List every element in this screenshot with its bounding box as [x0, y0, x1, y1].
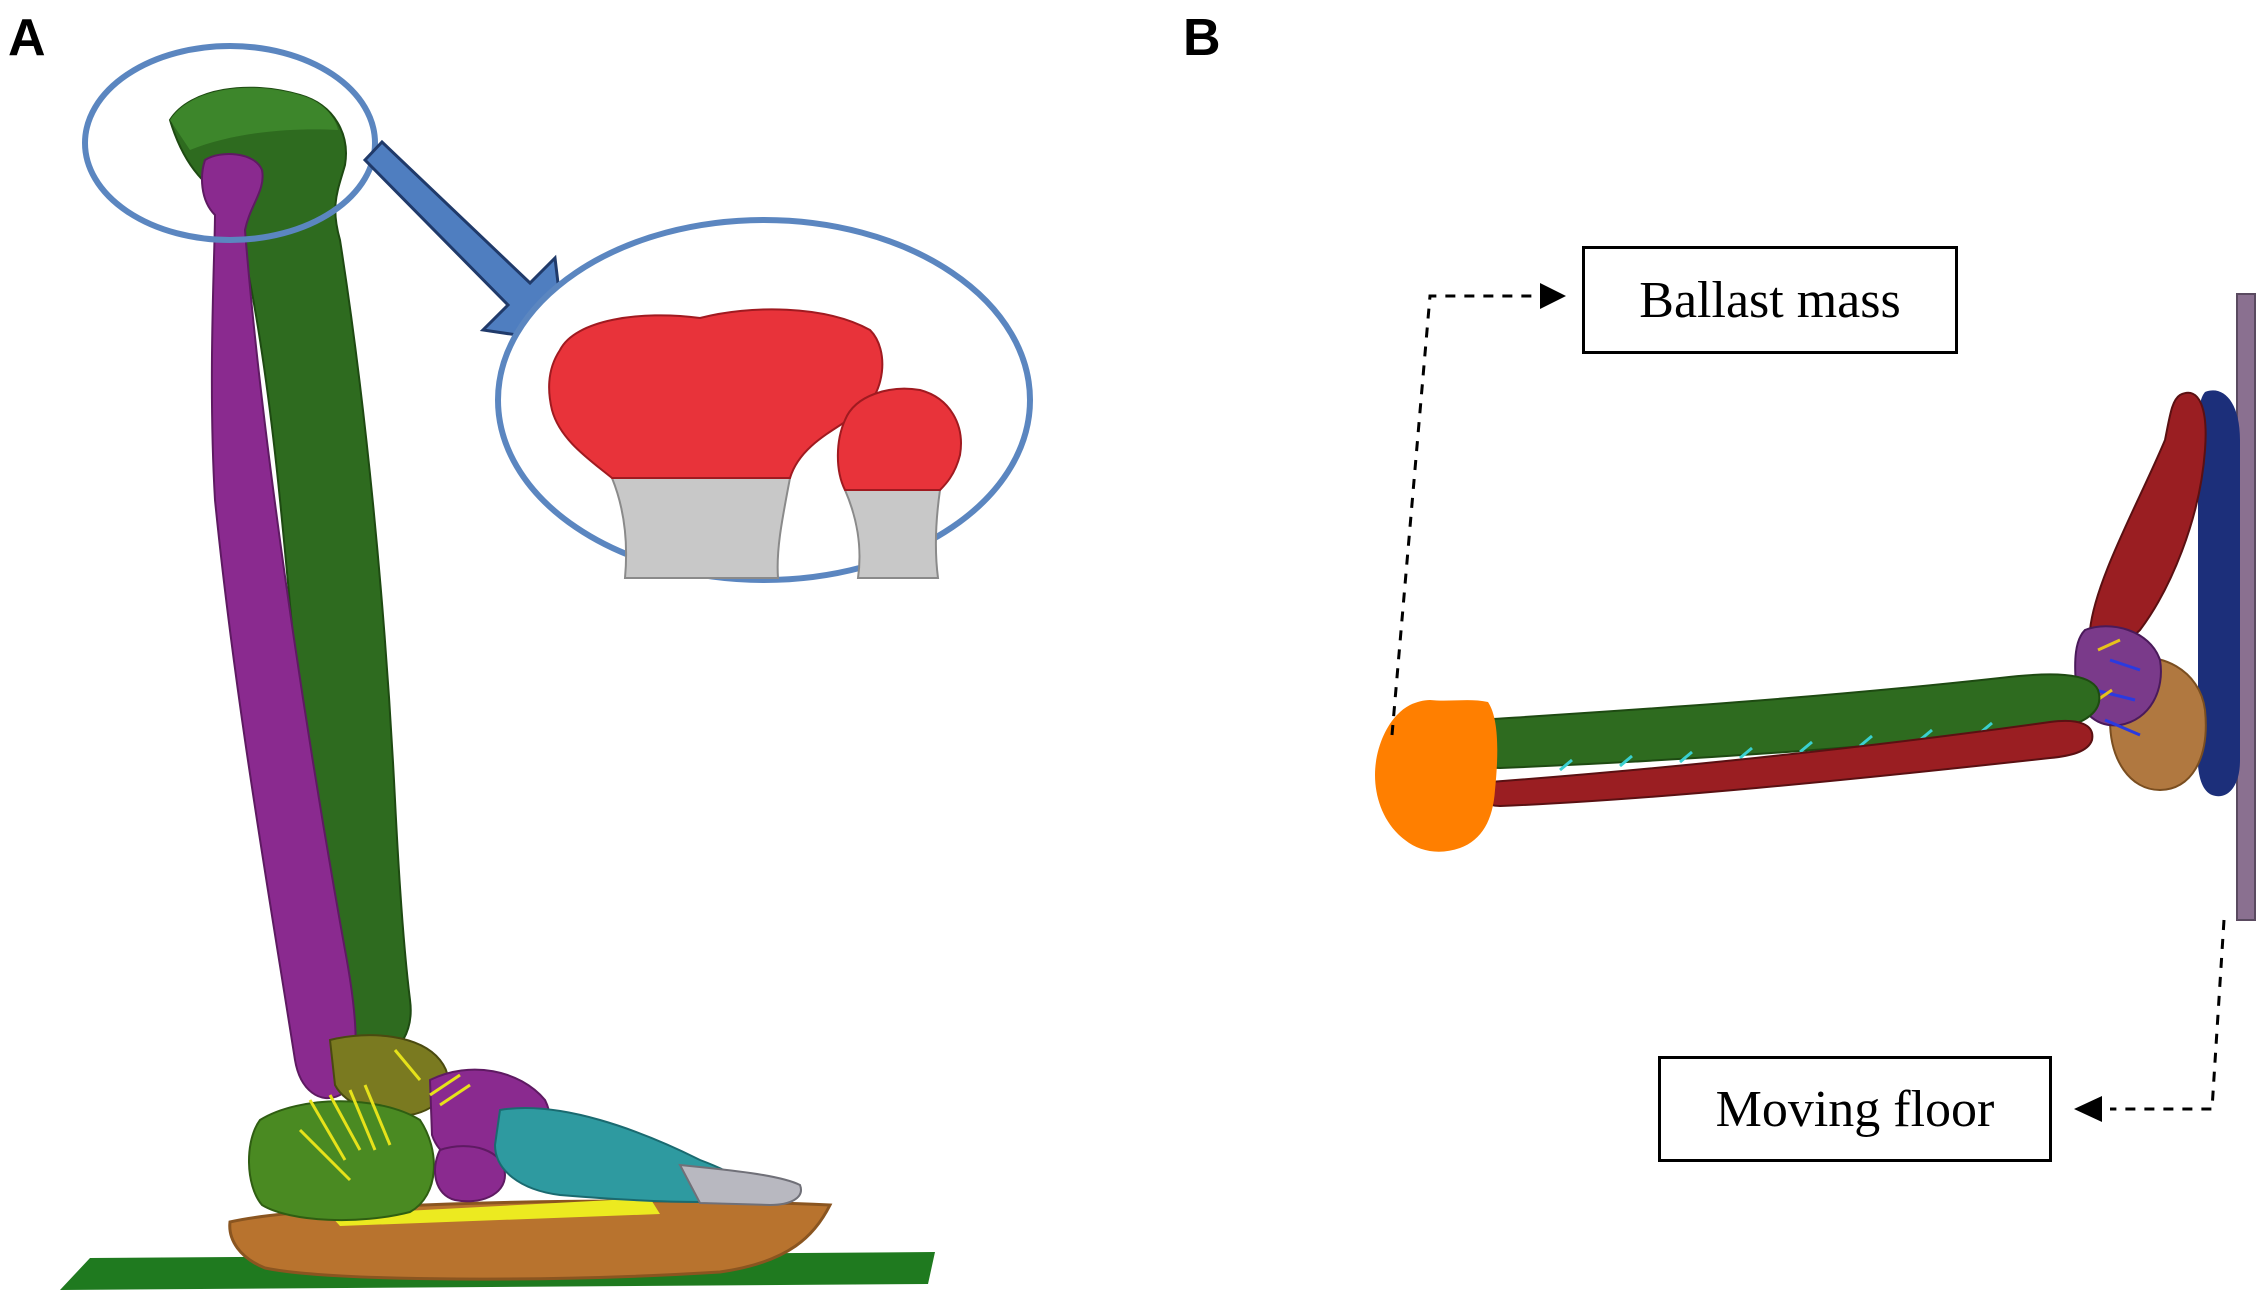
- calcaneus-bone: [248, 1100, 435, 1222]
- plantar-fascia: [330, 1198, 660, 1226]
- zoom-tibia-shaft: [610, 477, 792, 579]
- ankle-ligaments-b: [2094, 658, 2141, 737]
- callout-leaders: [1390, 294, 2226, 1111]
- ligament-lines: [298, 1049, 471, 1182]
- floor-leader-line: [2110, 919, 2226, 1111]
- cuboid-bone: [434, 1145, 507, 1203]
- foot-bones-b: [2088, 392, 2207, 646]
- phalanges-bones: [678, 1163, 802, 1207]
- knee-zoom-detail: [495, 217, 1033, 583]
- ballast-mass: [1375, 700, 1498, 852]
- ballast-leader-line: [1390, 294, 1545, 736]
- moving-floor-callout: Moving floor: [1658, 1056, 2052, 1162]
- zoom-fibula-cartilage: [836, 387, 962, 491]
- panel-b-impact-setup: [1375, 283, 2256, 1122]
- panel-label-a: A: [8, 9, 46, 67]
- knee-highlight-circle: [82, 43, 378, 243]
- floor-leader-arrowhead: [2074, 1096, 2102, 1122]
- tibia-bone: [168, 86, 412, 1062]
- tibia-plateau: [170, 87, 338, 150]
- panel-label-b: B: [1183, 9, 1221, 67]
- ballast-mass-callout: Ballast mass: [1582, 246, 1958, 354]
- foot-plate: [2197, 390, 2240, 797]
- ballast-leader-arrowhead: [1540, 283, 1566, 309]
- panel-a-leg-model: [60, 43, 1033, 1290]
- fibula-bone: [201, 153, 357, 1100]
- zoom-fibula-shaft: [843, 489, 942, 579]
